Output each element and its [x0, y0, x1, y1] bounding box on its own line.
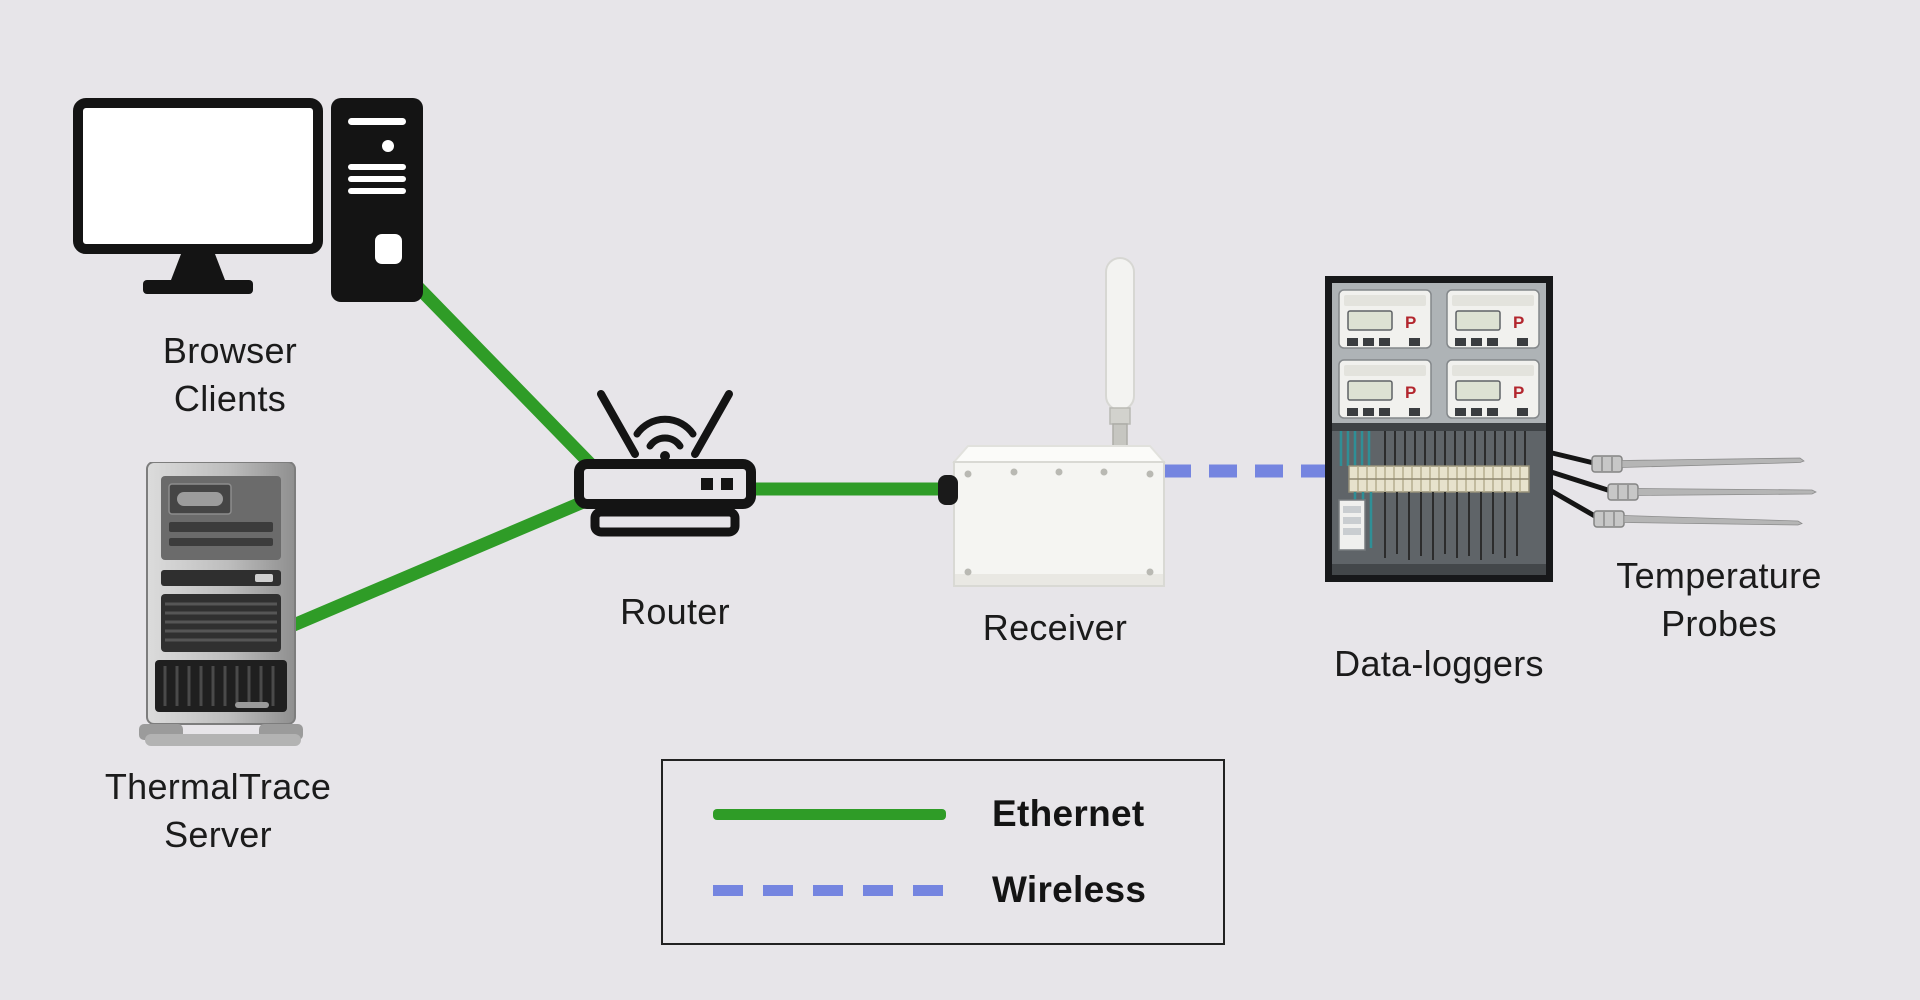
- logger-unit-3: [1338, 359, 1432, 419]
- cabinet-wires-teal: [1339, 431, 1371, 466]
- router-base: [590, 507, 740, 537]
- wireless-line-sample: [713, 884, 946, 896]
- probe-1-fitting: [1591, 455, 1623, 473]
- ethernet-link-server-router: [282, 487, 609, 634]
- wifi-icon: [633, 415, 697, 461]
- probe-3: [1546, 486, 1803, 528]
- data-loggers-label: Data-loggers: [1334, 643, 1544, 684]
- router-icon: [574, 390, 756, 537]
- probe-3-fitting: [1593, 510, 1625, 528]
- monitor-screen: [73, 98, 323, 254]
- desktop-tower-icon: [331, 98, 423, 302]
- data-loggers-icon: P: [1325, 276, 1553, 582]
- receiver-front-face: [953, 461, 1165, 587]
- legend-item-ethernet: Ethernet: [713, 793, 1223, 835]
- probe-2: [1547, 468, 1817, 501]
- probe-1-rod: [1621, 457, 1805, 468]
- router-led-1: [701, 478, 713, 490]
- probe-1: [1547, 449, 1805, 473]
- monitor-base: [143, 280, 253, 294]
- router-antenna-left: [597, 390, 639, 458]
- tower-body: [331, 98, 423, 302]
- monitor-stand: [171, 254, 225, 280]
- probe-2-fitting: [1607, 483, 1639, 501]
- cabinet-wires-dark: [1384, 431, 1526, 466]
- monitor-icon: [73, 98, 323, 294]
- ethernet-link-clients-router: [406, 275, 611, 485]
- receiver-cable-gland: [938, 475, 958, 505]
- probe-3-cable: [1546, 486, 1602, 522]
- router-antenna-right: [691, 390, 733, 458]
- browser-clients-label: Browser Clients: [162, 330, 298, 419]
- router-led-2: [721, 478, 733, 490]
- legend-item-wireless: Wireless: [713, 869, 1223, 911]
- cabinet-lower-section: [1332, 423, 1546, 575]
- logger-unit-4: [1446, 359, 1540, 419]
- legend: Ethernet Wireless: [661, 759, 1225, 945]
- wireless-legend-label: Wireless: [992, 869, 1147, 910]
- probe-2-cable: [1547, 468, 1615, 495]
- probe-2-rod: [1637, 488, 1817, 496]
- logger-unit-1: [1338, 289, 1432, 349]
- receiver-antenna-connector: [1112, 423, 1128, 449]
- receiver-antenna: [1105, 257, 1135, 411]
- probe-1-cable: [1547, 449, 1599, 467]
- thermaltrace-server-label: ThermalTrace Server: [104, 766, 332, 855]
- ethernet-legend-label: Ethernet: [992, 793, 1145, 834]
- server-icon: [139, 462, 303, 746]
- server-drive-slot: [161, 570, 281, 586]
- tower-power-led: [382, 140, 394, 152]
- router-body: [574, 459, 756, 509]
- temperature-probes-label: Temperature Probes: [1616, 555, 1822, 644]
- temperature-probes-icon: [1546, 449, 1817, 528]
- tower-drive-bay: [375, 234, 402, 264]
- ethernet-line-sample: [713, 808, 946, 820]
- receiver-icon: [938, 257, 1167, 587]
- receiver-label: Receiver: [982, 607, 1128, 648]
- probe-3-rod: [1623, 515, 1803, 526]
- receiver-top-face: [951, 445, 1167, 463]
- router-label: Router: [620, 591, 730, 632]
- logger-unit-2: [1446, 289, 1540, 349]
